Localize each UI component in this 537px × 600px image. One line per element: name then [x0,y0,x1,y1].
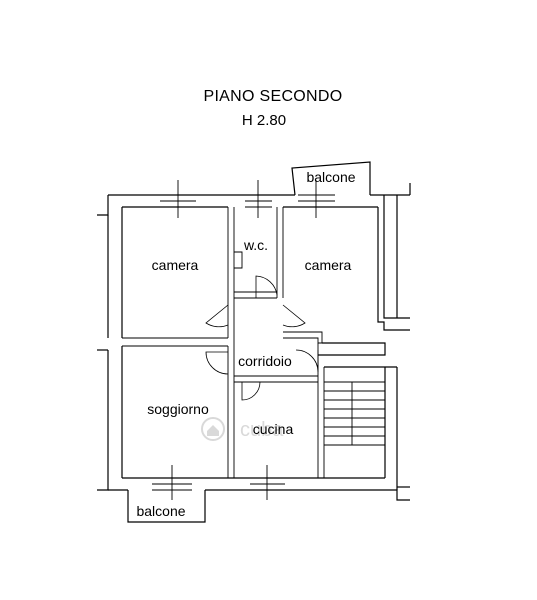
exterior-walls [97,183,411,501]
balcony-bottom [127,490,206,523]
room-label-camera-right: camera [305,257,352,273]
doors [205,275,319,401]
interior-walls [122,207,325,478]
height-label: H 2.80 [242,112,286,129]
balcony-top [291,161,371,196]
room-label-wc: w.c. [243,237,268,253]
watermark-text: cuba [240,419,284,441]
watermark: cuba [201,417,284,441]
windows [152,180,335,500]
room-label-soggiorno: soggiorno [147,401,209,417]
plan-title: PIANO SECONDO [203,88,342,105]
room-label-camera-left: camera [152,257,199,273]
room-label-balcone-bottom: balcone [136,503,185,519]
room-label-corridoio: corridoio [238,353,292,369]
staircase [324,381,385,446]
room-label-cucina: cucina [253,421,294,437]
room-label-balcone-top: balcone [306,169,355,185]
